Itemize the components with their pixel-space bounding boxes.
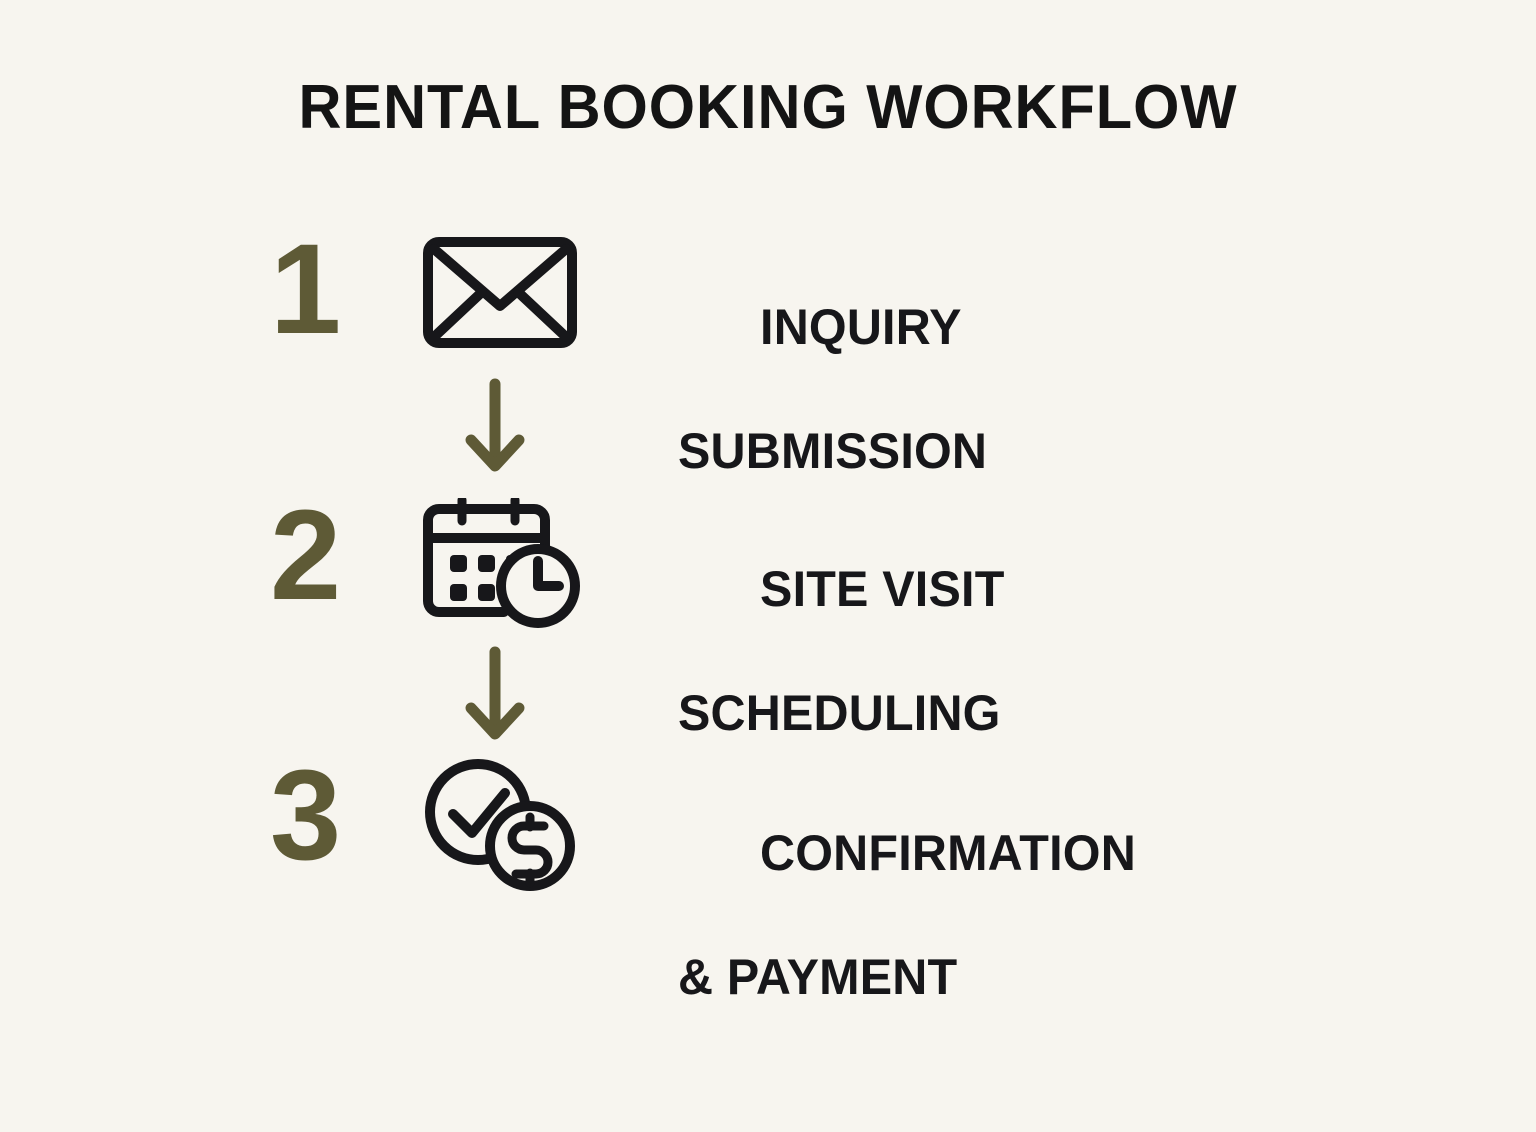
step-number-3: 3	[270, 744, 342, 887]
step-number-1: 1	[270, 218, 342, 361]
workflow-step-1: 1 INQUIRY SUBMISSION	[270, 218, 1270, 480]
step-label-2-line-2: SCHEDULING	[678, 685, 1001, 741]
step-label-3: CONFIRMATION & PAYMENT	[678, 760, 1221, 1132]
step-number-2: 2	[270, 484, 342, 627]
arrow-down-2-icon	[455, 646, 535, 746]
arrow-down-1-icon	[455, 378, 535, 478]
diagram-canvas: RENTAL BOOKING WORKFLOW 1 INQUIRY SUBMIS…	[270, 73, 1270, 1006]
step-label-1: INQUIRY SUBMISSION	[678, 234, 1221, 606]
step-label-3-line-1: CONFIRMATION	[760, 825, 1136, 881]
step-label-1-line-2: SUBMISSION	[678, 423, 988, 479]
step-label-2: SITE VISIT SCHEDULING	[678, 496, 1221, 868]
step-label-2-line-1: SITE VISIT	[760, 561, 1005, 617]
workflow-step-2: 2	[270, 484, 1270, 742]
step-label-3-line-2: & PAYMENT	[678, 949, 958, 1005]
page-title: RENTAL BOOKING WORKFLOW	[298, 73, 1238, 142]
envelope-icon	[420, 230, 580, 355]
check-circle-dollar-coin-icon	[420, 756, 580, 891]
workflow-step-3: 3 CONFIRMATION & PAYMENT	[270, 744, 1270, 1006]
calendar-clock-icon	[420, 498, 580, 628]
step-label-1-line-1: INQUIRY	[760, 299, 962, 355]
